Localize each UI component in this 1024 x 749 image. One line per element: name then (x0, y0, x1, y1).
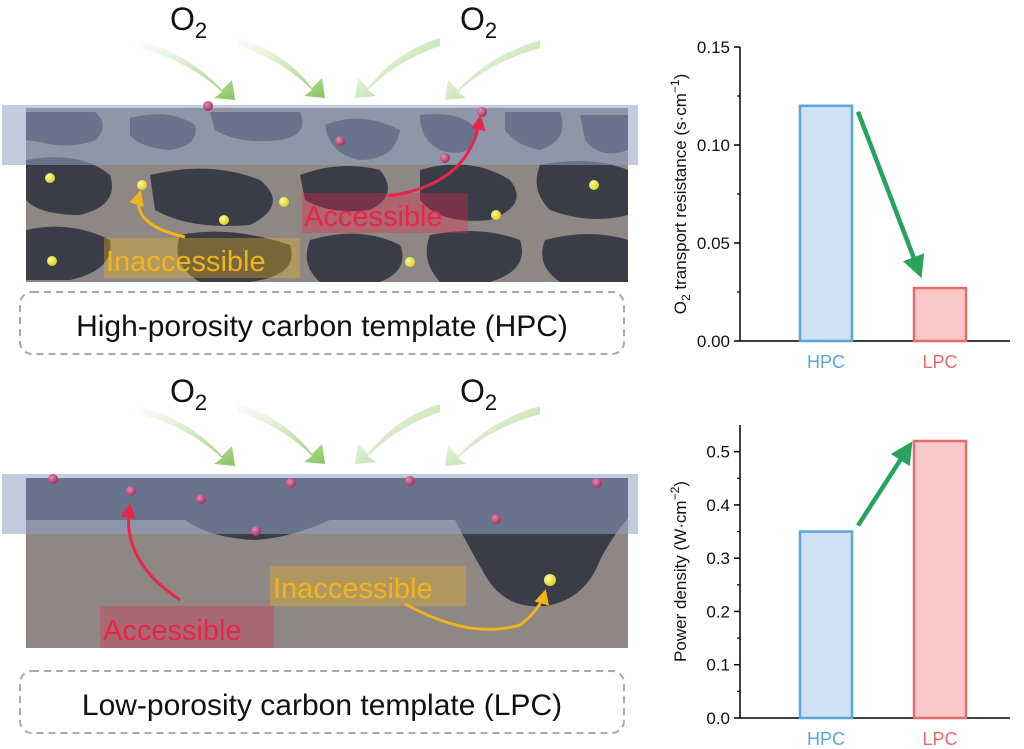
caption-box-hpc (19, 291, 625, 355)
pt-particle (251, 526, 261, 536)
accessible-arrow (387, 115, 486, 198)
trend-arrow (855, 110, 925, 279)
accessible-label: Accessible (103, 615, 242, 647)
o2-arrow (355, 404, 440, 464)
y-axis-label-part: ) (671, 74, 690, 80)
inaccessible-label-bg (270, 566, 466, 606)
trend-arrow (856, 441, 913, 527)
pt-particle (589, 180, 599, 190)
hpc-schematic: O2 O2 (2, 1, 638, 355)
pt-particle (219, 215, 229, 225)
pt-particle (126, 486, 136, 496)
y-axis-label-part: 2 (679, 294, 693, 301)
inaccessible-arrow (404, 589, 550, 631)
pt-particle (477, 107, 487, 117)
pt-particle (405, 257, 415, 267)
y-axis-label-part: −2 (668, 486, 682, 500)
pt-particle (45, 173, 55, 183)
inaccessible-label-bg (104, 238, 300, 278)
o2-arrows-bottom (140, 404, 540, 466)
o2-arrow (140, 40, 235, 100)
pt-particle (592, 478, 602, 488)
pt-particle (203, 101, 213, 111)
x-category-label: HPC (807, 729, 845, 749)
y-tick-label: 0.5 (706, 443, 730, 462)
inaccessible-arrow (129, 190, 186, 239)
o2-arrows-top (140, 38, 540, 100)
y-tick-label: 0.05 (697, 234, 730, 253)
o2-label-top-left: O2 (170, 1, 207, 43)
pt-accessible-particles (203, 101, 487, 163)
o2-arrow (445, 40, 540, 100)
bar-hpc (798, 104, 854, 343)
pt-particle (47, 256, 57, 266)
x-category-label: LPC (922, 729, 957, 749)
o2-arrow (238, 404, 325, 464)
y-tick-label: 0.2 (706, 602, 730, 621)
pt-accessible-particles (48, 474, 602, 536)
accessible-label: Accessible (304, 201, 443, 233)
y-axis-label-part: −1 (668, 79, 682, 93)
y-axis-label: O2 transport resistance (s·cm−1) (668, 74, 693, 315)
pt-particle (279, 197, 289, 207)
pt-inaccessible-particles (45, 173, 599, 267)
ionomer-layer (2, 105, 638, 165)
accessible-label-bg (302, 193, 468, 233)
o2-label-bottom-right: O2 (460, 373, 497, 415)
y-axis-label-part: ) (671, 481, 690, 487)
y-tick-label: 0.0 (706, 709, 730, 728)
o2-arrow (140, 406, 235, 466)
y-axis-label-part: transport resistance (s·cm (671, 93, 690, 294)
caption-box-lpc (19, 670, 625, 734)
y-axis-label-part: Power density (W·cm (671, 500, 690, 662)
inaccessible-label: Inaccessible (273, 573, 433, 605)
pt-particle (286, 478, 296, 488)
bar-lpc (912, 286, 968, 343)
o2-arrow (355, 38, 440, 98)
y-axis-label-part: O (671, 301, 690, 314)
y-tick-label: 0.15 (697, 38, 730, 57)
y-axis-label: Power density (W·cm−2) (668, 481, 690, 662)
pt-particle (335, 136, 345, 146)
o2-label-top-right: O2 (460, 1, 497, 43)
bar-lpc (912, 439, 968, 720)
inaccessible-label: Inaccessible (106, 246, 266, 278)
caption-hpc: High-porosity carbon template (HPC) (76, 310, 568, 343)
x-category-label: LPC (922, 352, 957, 372)
y-tick-label: 0.00 (697, 332, 730, 351)
y-tick-label: 0.10 (697, 136, 730, 155)
pt-particle (440, 153, 450, 163)
y-tick-label: 0.4 (706, 496, 730, 515)
lpc-schematic: O2 O2 Accessible Inaccessible Low-porosi… (2, 373, 638, 734)
accessible-label-bg (100, 606, 274, 648)
o2-arrow (238, 38, 325, 98)
pt-particle (491, 514, 501, 524)
pt-inaccessible-particles (544, 574, 556, 586)
pt-particle (196, 494, 206, 504)
o2-arrow (445, 406, 540, 466)
accessible-arrow (120, 503, 181, 602)
pt-particle (405, 476, 415, 486)
caption-lpc: Low-porosity carbon template (LPC) (82, 689, 562, 722)
pt-particle (491, 210, 501, 220)
y-tick-label: 0.1 (706, 656, 730, 675)
bar-hpc (798, 530, 854, 720)
pt-particle (544, 574, 556, 586)
x-category-label: HPC (807, 352, 845, 372)
ionomer-layer (2, 474, 638, 534)
pt-particle (48, 474, 58, 484)
y-tick-label: 0.3 (706, 549, 730, 568)
pt-particle (137, 180, 147, 190)
o2-label-bottom-left: O2 (170, 373, 207, 415)
